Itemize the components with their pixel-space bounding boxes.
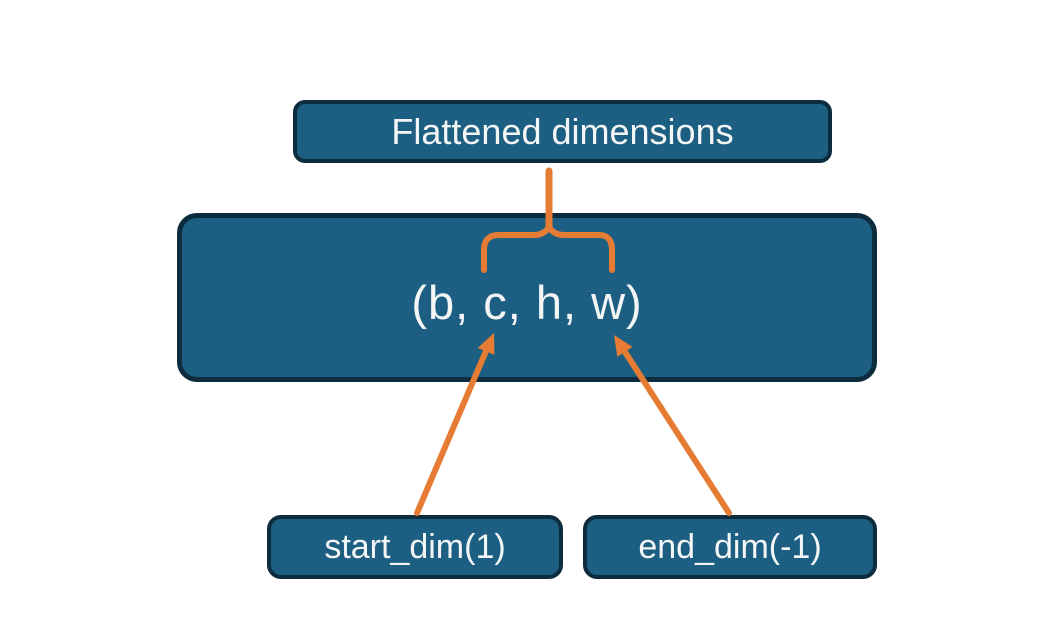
tensor-shape-box: (b, c, h, w) xyxy=(177,213,877,382)
flattened-dimensions-label: Flattened dimensions xyxy=(391,110,734,152)
flattened-dimensions-box: Flattened dimensions xyxy=(293,100,832,163)
tensor-shape-label: (b, c, h, w) xyxy=(411,276,643,329)
start-dim-box: start_dim(1) xyxy=(267,515,563,579)
end-dim-label: end_dim(-1) xyxy=(638,527,822,566)
start-dim-label: start_dim(1) xyxy=(324,527,506,566)
end-dim-box: end_dim(-1) xyxy=(583,515,877,579)
